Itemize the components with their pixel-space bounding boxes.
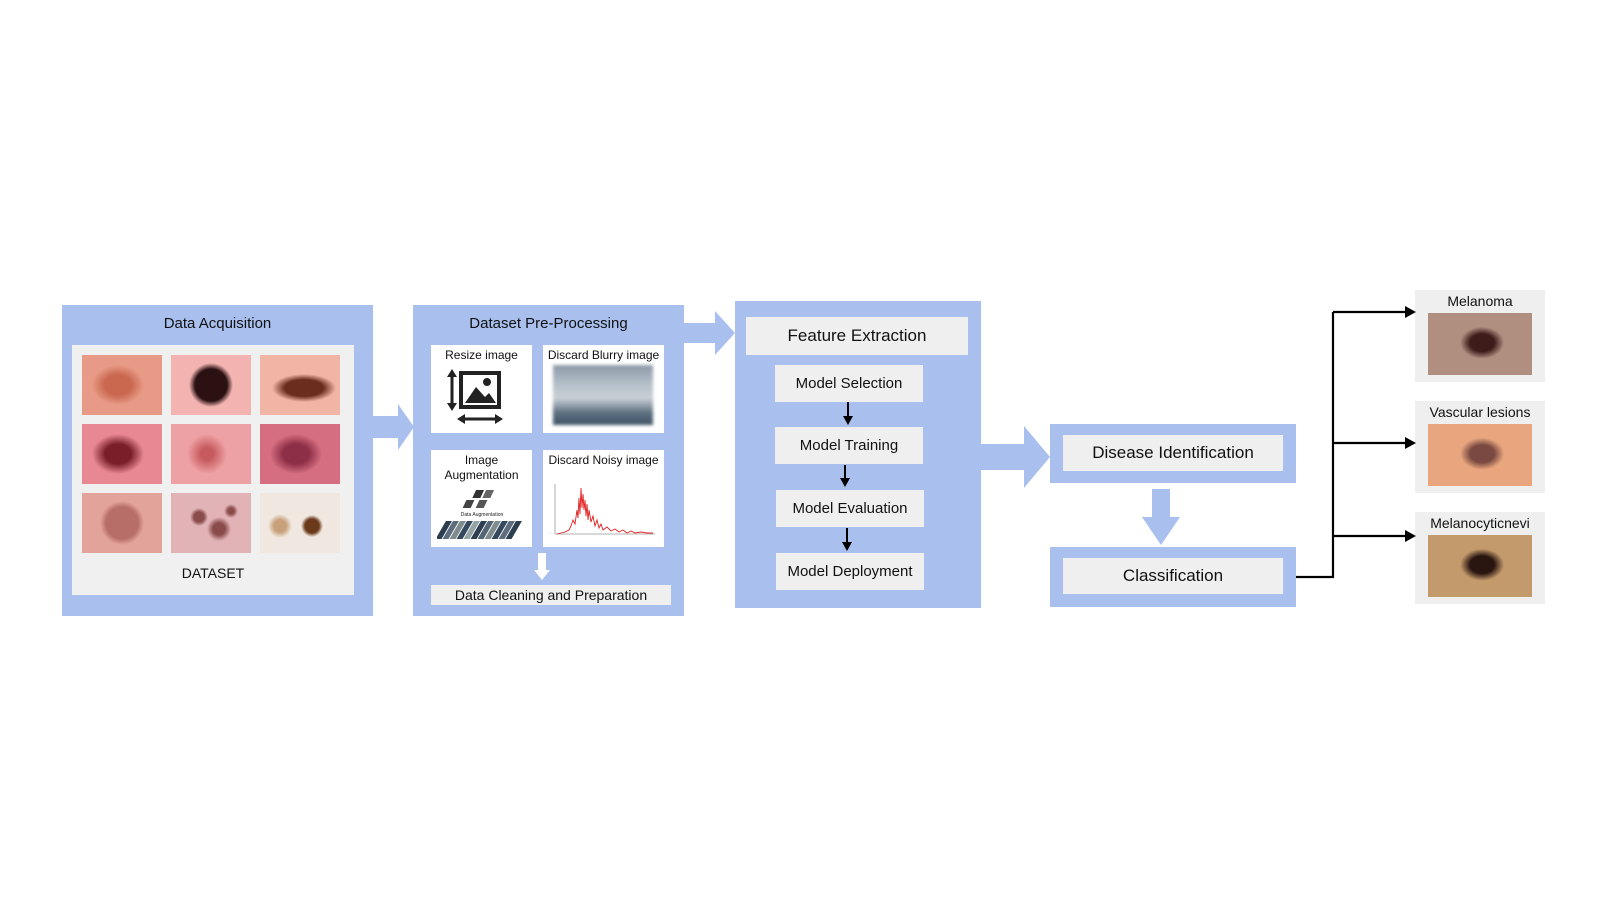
image-augmentation-label-line1: Image (464, 453, 499, 467)
image-augmentation-box: Image Augmentation Data Augmentation (431, 450, 532, 547)
arrow-feature-to-disease (981, 426, 1050, 488)
class-melanoma-card: Melanoma (1415, 290, 1545, 382)
resize-image-box: Resize image (431, 345, 532, 433)
dataset-thumbnail (171, 424, 251, 484)
model-deployment-box: Model Deployment (776, 553, 924, 590)
disease-identification-box: Disease Identification (1063, 435, 1283, 471)
data-cleaning-box: Data Cleaning and Preparation (431, 585, 671, 605)
model-selection-box: Model Selection (775, 365, 923, 402)
dataset-thumbnail (82, 355, 162, 415)
dataset-grid-area: DATASET (72, 345, 354, 595)
dataset-thumbnail (260, 424, 340, 484)
class-sample-image (1428, 313, 1532, 375)
model-training-box: Model Training (775, 427, 923, 464)
dataset-thumbnail (260, 493, 340, 553)
dataset-thumbnail (171, 493, 251, 553)
class-label: Vascular lesions (1429, 404, 1531, 420)
class-vascular-lesions-card: Vascular lesions (1415, 401, 1545, 493)
model-evaluation-box: Model Evaluation (776, 490, 924, 527)
discard-blurry-label: Discard Blurry image (547, 348, 660, 362)
image-augmentation-label-line2: Augmentation (444, 468, 519, 482)
augmentation-sample-graphic: Data Augmentation (437, 490, 522, 539)
arrow-disease-to-classification (1142, 489, 1180, 545)
dataset-label: DATASET (181, 565, 245, 581)
discard-noisy-box: Discard Noisy image (543, 450, 664, 547)
discard-blurry-box: Discard Blurry image (543, 345, 664, 433)
classification-box: Classification (1063, 558, 1283, 594)
arrow-acquisition-to-preprocessing (373, 404, 414, 450)
feature-extraction-title: Feature Extraction (746, 317, 968, 355)
dataset-thumbnail (171, 355, 251, 415)
dataset-thumbnail (82, 493, 162, 553)
blurry-sample-image (553, 365, 653, 425)
discard-noisy-label: Discard Noisy image (548, 453, 659, 467)
preprocessing-down-arrow (534, 553, 550, 580)
augmentation-caption: Data Augmentation (461, 512, 504, 518)
dataset-preprocessing-panel: Dataset Pre-Processing Resize image Disc… (413, 305, 684, 616)
dataset-preprocessing-title: Dataset Pre-Processing (469, 315, 628, 332)
resize-image-icon (447, 369, 503, 424)
classification-panel: Classification (1050, 547, 1296, 607)
class-sample-image (1428, 535, 1532, 597)
image-augmentation-label: Image Augmentation (431, 453, 532, 483)
disease-identification-panel: Disease Identification (1050, 424, 1296, 483)
class-sample-image (1428, 424, 1532, 486)
data-acquisition-panel: Data Acquisition DATASET (62, 305, 373, 616)
class-label: Melanoma (1447, 293, 1513, 309)
arrow-preprocessing-to-feature (684, 311, 735, 355)
dataset-thumbnail (260, 355, 340, 415)
resize-image-label: Resize image (445, 348, 518, 362)
class-label: Melanocyticnevi (1430, 515, 1530, 531)
noisy-sample-graphic (554, 484, 655, 535)
dataset-thumbnail (82, 424, 162, 484)
class-melanocyticnevi-card: Melanocyticnevi (1415, 512, 1545, 604)
classification-output-lines (1296, 310, 1409, 579)
data-acquisition-title: Data Acquisition (163, 315, 272, 332)
